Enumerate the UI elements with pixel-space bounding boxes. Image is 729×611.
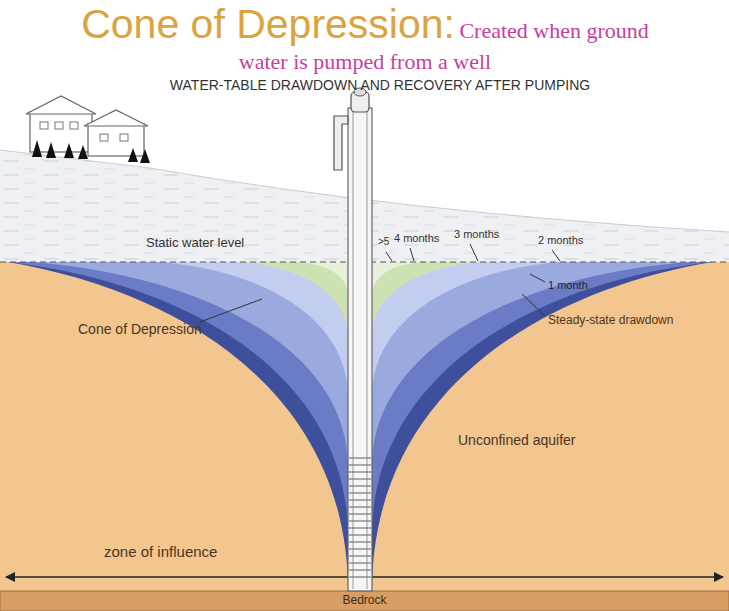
well-screen	[349, 455, 371, 583]
time-label: >5	[378, 236, 389, 247]
bedrock-band	[0, 591, 729, 611]
well-casing	[348, 108, 372, 591]
cone-label: Cone of Depression	[78, 322, 202, 337]
level-label: Static water level	[146, 236, 244, 250]
title: Cone of Depression:	[81, 1, 455, 47]
houses	[26, 96, 148, 156]
discharge-pipe	[334, 116, 348, 170]
time-label: 2 months	[538, 234, 583, 246]
drawdown-label: Steady-state drawdown	[548, 314, 673, 327]
zone-label: zone of influence	[104, 544, 217, 561]
trees	[32, 140, 150, 163]
time-label: 4 months	[394, 232, 439, 244]
leader-lines	[200, 244, 560, 322]
time-label: 3 months	[454, 228, 499, 240]
heading-block: Cone of Depression: Created when ground …	[60, 0, 670, 76]
diagram-heading: WATER-TABLE DRAWDOWN AND RECOVERY AFTER …	[0, 78, 729, 93]
aquifer-label: Unconfined aquifer	[458, 433, 576, 448]
time-label: 1 month	[548, 279, 588, 291]
bedrock-label: Bedrock	[0, 594, 729, 607]
